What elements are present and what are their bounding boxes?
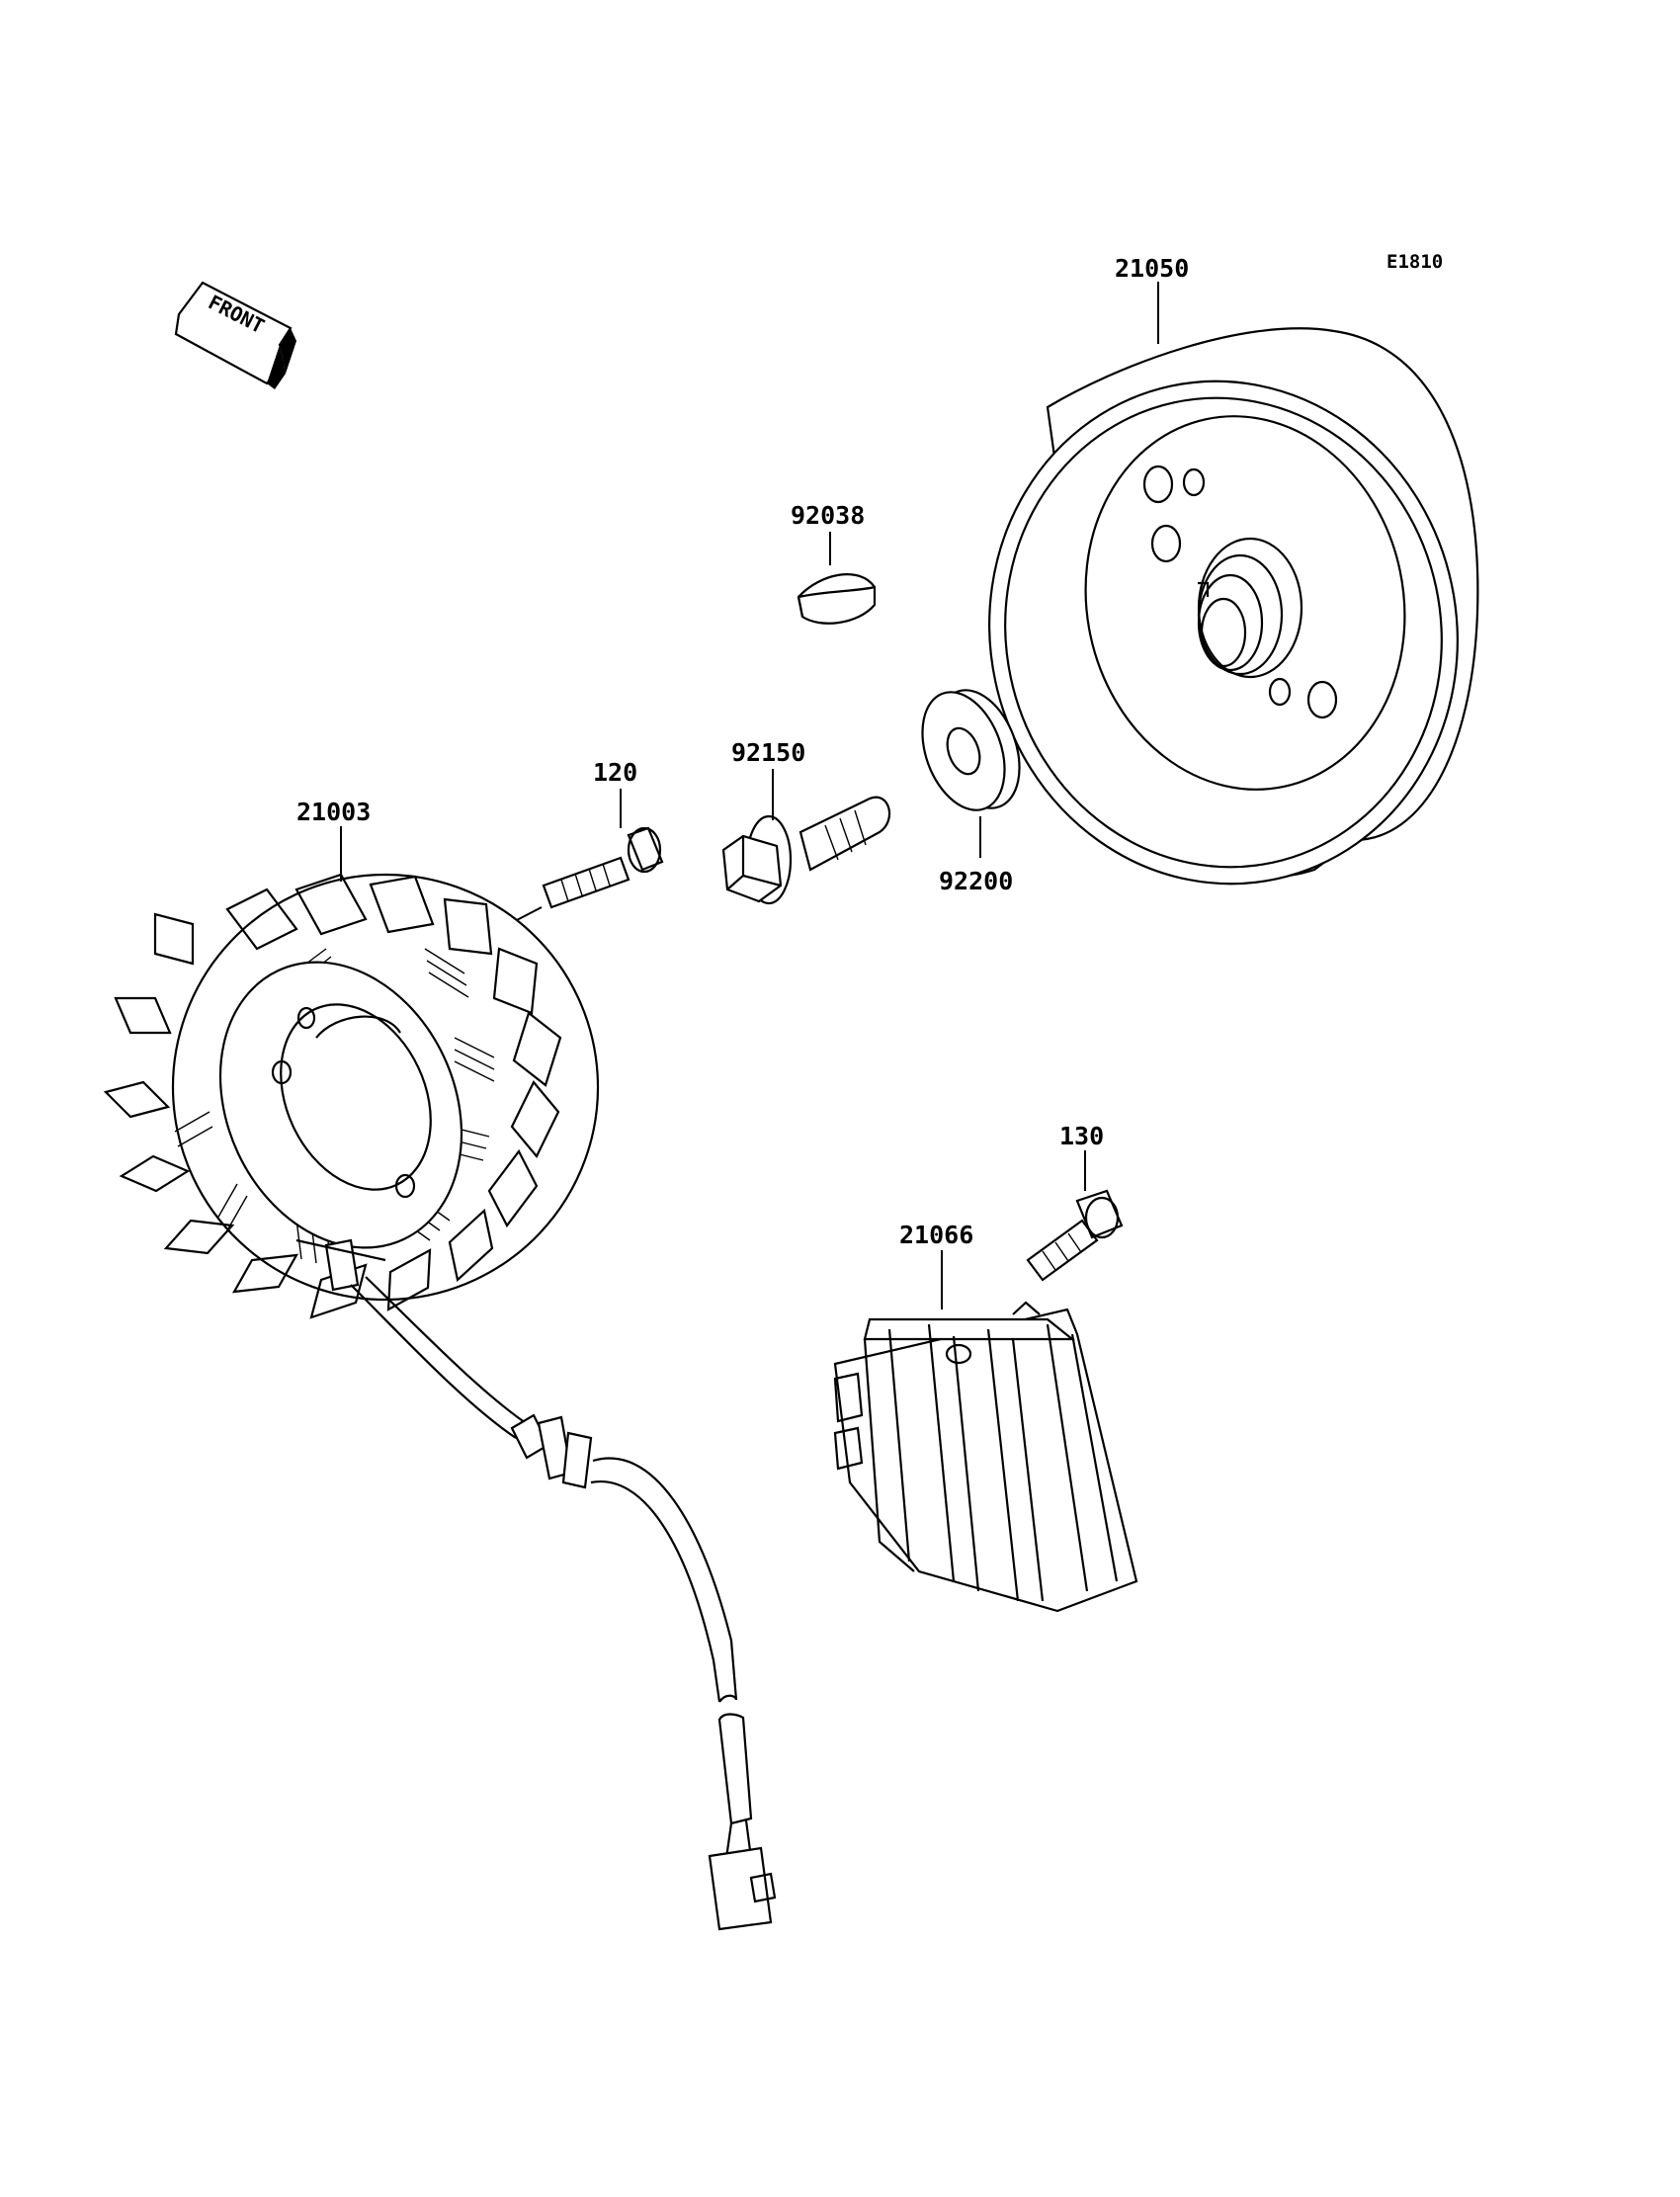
stator-coil [103,873,600,1319]
callout-key: 92038 [791,501,865,530]
callout-stator: 21003 [296,798,371,826]
callout-bolt: 92150 [731,738,805,767]
regulator-rectifier [833,1301,1138,1613]
callout-flywheel: 21050 [1115,254,1189,283]
callout-regulator: 21066 [899,1221,973,1249]
callout-washer: 92200 [939,867,1013,895]
front-arrow: FRONT [174,281,296,389]
callout-screw: 120 [593,758,637,787]
stator-screw [542,826,664,909]
regulator-bolt [1026,1189,1124,1282]
flywheel-rotor [988,327,1479,886]
diagram-code: E1810 [1386,251,1443,273]
washer [921,689,1021,811]
flywheel-bolt [721,796,890,905]
callout-regulator-bolt: 130 [1059,1122,1104,1150]
woodruff-key [797,573,877,625]
stator-wire-harness [350,1276,777,1931]
